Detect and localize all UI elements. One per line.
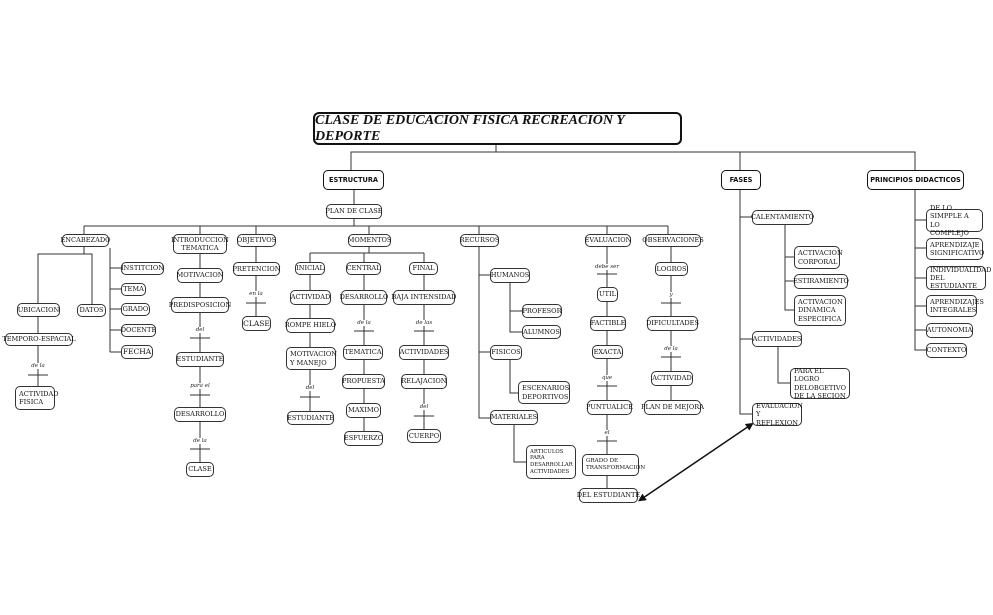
docente-node: DOCENTE — [121, 324, 156, 337]
estiramiento-node: ESTIRAMIENTO — [793, 274, 849, 289]
fases-node: FASES — [721, 170, 761, 190]
fisicos-node: FISICOS — [490, 345, 522, 360]
rompe-hielo-node: ROMPE HIELO — [285, 318, 336, 333]
plan-de-clase-node: PLAN DE CLASE — [325, 204, 383, 219]
calentamiento-node: CALENTAMIENTO — [751, 210, 814, 225]
principio-simple-complejo: DE LO SIMPPLE A LO COMPLEJO — [926, 204, 983, 237]
connector-de-la: de la — [192, 438, 208, 444]
connector-del: del — [194, 327, 206, 333]
double-arrow — [638, 422, 754, 502]
del-estudiante-node: DEL ESTUDIANTE — [577, 488, 640, 503]
predisposicion-node: PREDISPOSICION — [169, 297, 231, 313]
escenarios-node: ESCENARIOS DEPORTIVOS — [518, 381, 570, 404]
connector-de-las: de las — [414, 320, 434, 326]
tema-node: TEMA — [121, 283, 146, 296]
connector-del: del — [304, 385, 316, 391]
clase-node: CLASE — [186, 462, 214, 477]
introduccion-node: INTRODUCCION TEMATICA — [171, 234, 229, 254]
actividad-node: ACTIVIDAD — [651, 371, 693, 386]
objetivos-node: OBJETIVOS — [237, 234, 276, 247]
estudiante-node: ESTUDIANTE — [287, 411, 334, 425]
recursos-node: RECURSOS — [460, 234, 499, 247]
evaluacion-node: EVALUACION — [585, 234, 631, 247]
central-node: CENTRAL — [346, 262, 381, 275]
principio-individualidad: INDIVIDUALIDAD DEL ESTUDIANTE — [926, 266, 991, 290]
profesor-node: PROFESOR — [522, 304, 562, 318]
tematica-node: TEMATICA — [343, 345, 383, 360]
datos-node: DATOS — [77, 304, 106, 317]
logros-node: LOGROS — [655, 262, 688, 276]
principio-aprendizajes-integrales: APRENDIZAJES INTEGRALES — [926, 295, 984, 317]
propuesta-node: PROPUESTA — [342, 374, 385, 389]
connector-para-el: para el — [189, 383, 211, 389]
puntualice-node: PUNTUALICE — [586, 400, 633, 415]
connector-de-la: de la — [663, 346, 679, 352]
estructura-node: ESTRUCTURA — [323, 170, 384, 190]
materiales-node: MATERIALES — [490, 410, 538, 425]
motivacion-manejo-node: MOTIVACION Y MANEJO — [286, 347, 337, 370]
connector-de-la: de la — [356, 320, 372, 326]
articulos-node: ARTICULOS PARA DESARROLLAR ACTIVIDADES — [526, 445, 576, 479]
plan-de-mejora-node: PLAN DE MEJORA — [641, 400, 704, 415]
principio-autonomia: AUTONOMIA — [926, 323, 973, 338]
estudiante-node: ESTUDIANTE — [176, 352, 224, 367]
connector-de-la: de la — [30, 363, 46, 369]
desarrollo-node: DESARROLLO — [174, 407, 226, 422]
fecha-node: FECHA — [121, 345, 153, 359]
principio-aprendizaje-significativo: APRENDIZAJE SIGNIFICATIVO — [926, 238, 984, 260]
final-node: FINAL — [409, 262, 438, 275]
momentos-node: MOMENTOS — [348, 234, 391, 247]
desarrollo-node: DESARROLLO — [340, 290, 388, 305]
cuerpo-node: CUERPO — [407, 429, 441, 443]
util-node: UTIL — [597, 287, 618, 302]
evaluacion-reflexion-node: EVALUACION Y REFLEXION — [752, 402, 803, 427]
activacion-corporal-node: ACTIVACION CORPORAL — [794, 246, 843, 269]
esfuerzo-node: ESFUERZO — [344, 431, 383, 446]
connector-debe-ser: debe ser — [593, 264, 621, 270]
activacion-dinamica-node: ACTIVACION DINAMICA ESPECIFICA — [794, 295, 846, 326]
relajacion-node: RELAJACION — [401, 374, 447, 389]
principios-node: PRINCIPIOS DIDACTICOS — [867, 170, 964, 190]
inicial-node: INICIAL — [295, 262, 325, 275]
institucion-node: INSTITCION — [121, 262, 164, 275]
connector-y: y — [668, 292, 674, 298]
objetivos-clase-node: CLASE — [242, 316, 271, 331]
actividades-node: ACTIVIDADES — [399, 345, 449, 360]
connector-que: que — [600, 375, 614, 381]
pretencion-node: PRETENCION — [232, 262, 281, 276]
maximo-node: MAXIMO — [346, 403, 381, 418]
dificultades-node: DIFICULTADES — [646, 316, 699, 331]
grado-node: GRADO — [121, 303, 150, 316]
temporo-espacial-node: TEMPORO-ESPACIAL — [2, 333, 76, 346]
connector-el: el — [603, 430, 611, 436]
actividad-fisica-node: ACTIVIDAD FISICA — [15, 386, 59, 410]
humanos-node: HUMANOS — [490, 268, 530, 283]
exacta-node: EXACTA — [592, 345, 623, 359]
motivacion-node: MOTIVACION — [176, 268, 224, 283]
principio-contexto: CONTEXTO — [926, 343, 967, 358]
encabezado-node: ENCABEZADO — [60, 234, 111, 247]
map-title: CLASE DE EDUCACION FISICA RECREACION Y D… — [313, 112, 682, 145]
actividades-fase-node: ACTIVIDADES — [752, 331, 802, 347]
ubicacion-node: UBICACION — [17, 303, 60, 317]
connector-del: del — [418, 404, 430, 410]
factible-node: FACTIBLE — [590, 316, 626, 331]
para-el-logro-node: PARA EL LOGRO DELOBGETIVO DE LA SECION — [790, 367, 850, 400]
alumnos-node: ALUMNOS — [522, 325, 561, 339]
baja-intensidad-node: BAJA INTENSIDAD — [392, 290, 456, 305]
grado-transformacion-node: GRADO DE TRANSFORMACION — [582, 454, 645, 476]
actividad-node: ACTIVIDAD — [290, 290, 331, 305]
observaciones-node: OBSERVACIONES — [642, 234, 704, 247]
connector-en-la: en la — [248, 291, 264, 297]
